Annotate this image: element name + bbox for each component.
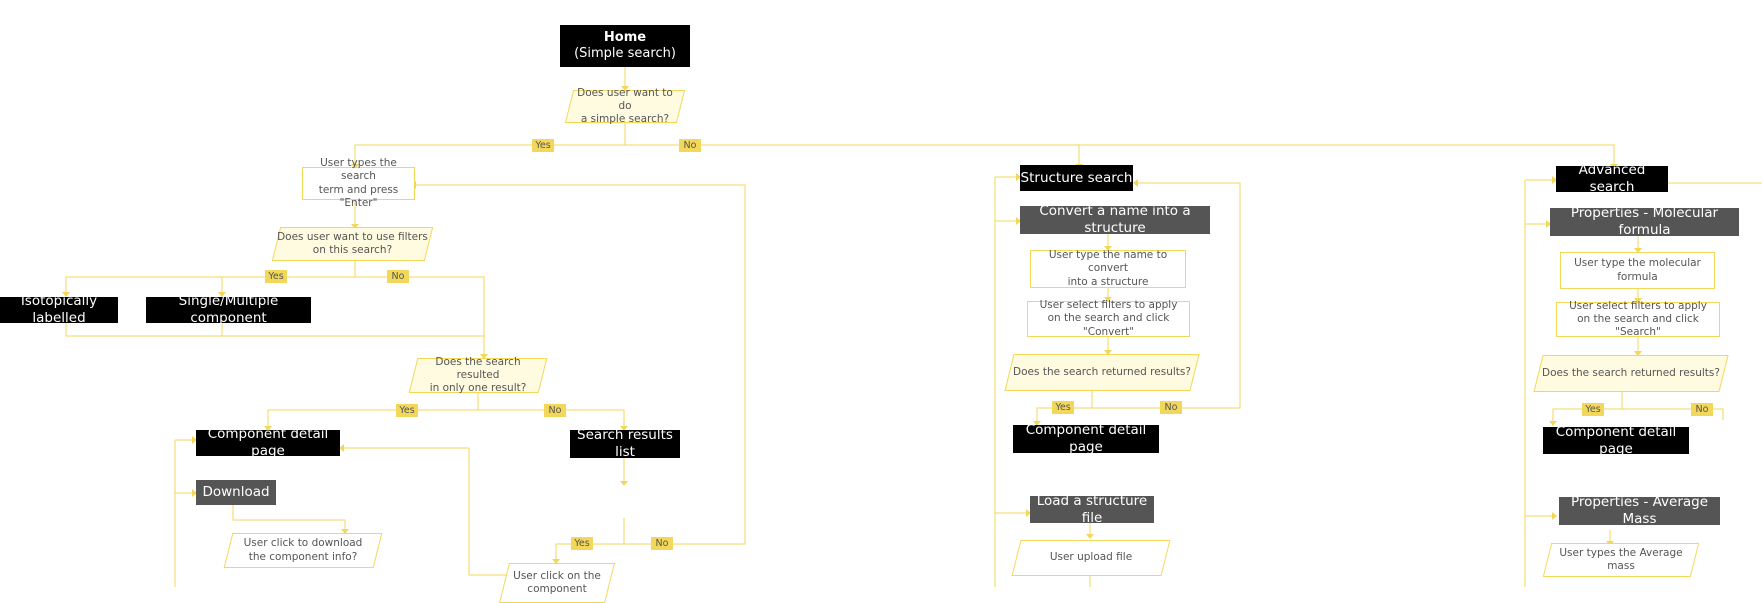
action-select-filters-search: User select filters to apply on the sear… xyxy=(1556,300,1720,338)
no-label: No xyxy=(651,537,673,550)
decision-returned-results-2: Does the search returned results? xyxy=(1538,355,1724,392)
action-select-filters-convert: User select filters to apply on the sear… xyxy=(1027,299,1190,338)
home-title: Home xyxy=(603,29,647,45)
decision-returned-results-1: Does the search returned results? xyxy=(1009,354,1195,391)
connector-lines xyxy=(62,60,1762,587)
yes-label: Yes xyxy=(1582,403,1604,416)
no-label: No xyxy=(1160,401,1182,414)
yes-label: Yes xyxy=(1052,401,1074,414)
no-label: No xyxy=(387,270,409,283)
home-subtitle: (Simple search) xyxy=(574,46,676,61)
properties-molecular-formula-node[interactable]: Properties - Molecular formula xyxy=(1550,205,1739,238)
io-click-download: User click to download the component inf… xyxy=(228,533,378,568)
yes-label: Yes xyxy=(396,404,418,417)
single-multiple-component-node[interactable]: Single/Multiple component xyxy=(146,293,311,326)
action-type-molecular-formula: User type the molecular formula xyxy=(1560,252,1715,289)
decision-use-filters: Does user want to use filters on this se… xyxy=(276,227,429,261)
isotopically-labelled-node[interactable]: Isotopically labelled xyxy=(0,293,118,326)
decision-one-result: Does the search resulted in only one res… xyxy=(413,356,543,394)
decision-simple-search: Does user want to do a simple search? xyxy=(569,87,681,125)
io-click-component: User click on the component xyxy=(504,563,610,603)
structure-search-node[interactable]: Structure search xyxy=(1020,165,1133,191)
action-type-name-convert: User type the name to convert into a str… xyxy=(1030,249,1186,288)
search-results-list-node[interactable]: Search results list xyxy=(570,427,680,460)
load-structure-file-node[interactable]: Load a structure file xyxy=(1030,493,1154,526)
component-detail-page-node[interactable]: Component detail page xyxy=(1543,424,1689,457)
yes-label: Yes xyxy=(265,270,287,283)
properties-average-mass-node[interactable]: Properties - Average Mass xyxy=(1559,494,1720,527)
no-label: No xyxy=(1691,403,1713,416)
no-label: No xyxy=(544,404,566,417)
io-upload-file: User upload file xyxy=(1016,540,1166,576)
yes-label: Yes xyxy=(532,139,554,152)
yes-label: Yes xyxy=(571,537,593,550)
download-node[interactable]: Download xyxy=(196,480,276,505)
convert-name-structure-node[interactable]: Convert a name into a structure xyxy=(1020,203,1210,236)
action-types-search-term: User types the search term and press "En… xyxy=(302,157,415,209)
component-detail-page-node[interactable]: Component detail page xyxy=(196,426,340,459)
component-detail-page-node[interactable]: Component detail page xyxy=(1013,422,1159,455)
home-node[interactable]: Home (Simple search) xyxy=(560,25,690,67)
io-type-average-mass: User types the Average mass xyxy=(1547,543,1695,577)
no-label: No xyxy=(679,139,701,152)
advanced-search-node[interactable]: Advanced search xyxy=(1556,162,1668,195)
